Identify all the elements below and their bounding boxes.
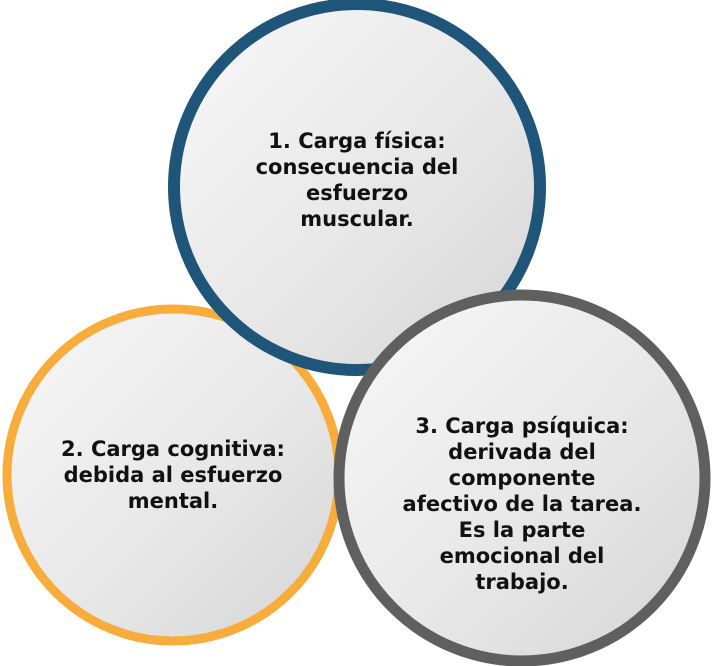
label-line: muscular. (300, 207, 414, 231)
label-line: componente (448, 466, 596, 490)
label-line: 2. Carga cognitiva: (61, 437, 285, 461)
label-line: emocional del (439, 544, 605, 568)
label-line: consecuencia del (255, 155, 459, 179)
label-line: derivada del (448, 440, 596, 464)
circle-psychic (333, 289, 711, 666)
label-line: debida al esfuerzo (63, 463, 283, 487)
label-line: esfuerzo (305, 181, 409, 205)
circle-physical (168, 0, 546, 376)
label-line: 1. Carga física: (268, 129, 446, 153)
label-line: Es la parte (458, 518, 586, 542)
label-line: 3. Carga psíquica: (415, 414, 629, 438)
label-line: mental. (127, 489, 219, 513)
label-line: trabajo. (475, 570, 569, 594)
label-line: afectivo de la tarea. (402, 492, 642, 516)
